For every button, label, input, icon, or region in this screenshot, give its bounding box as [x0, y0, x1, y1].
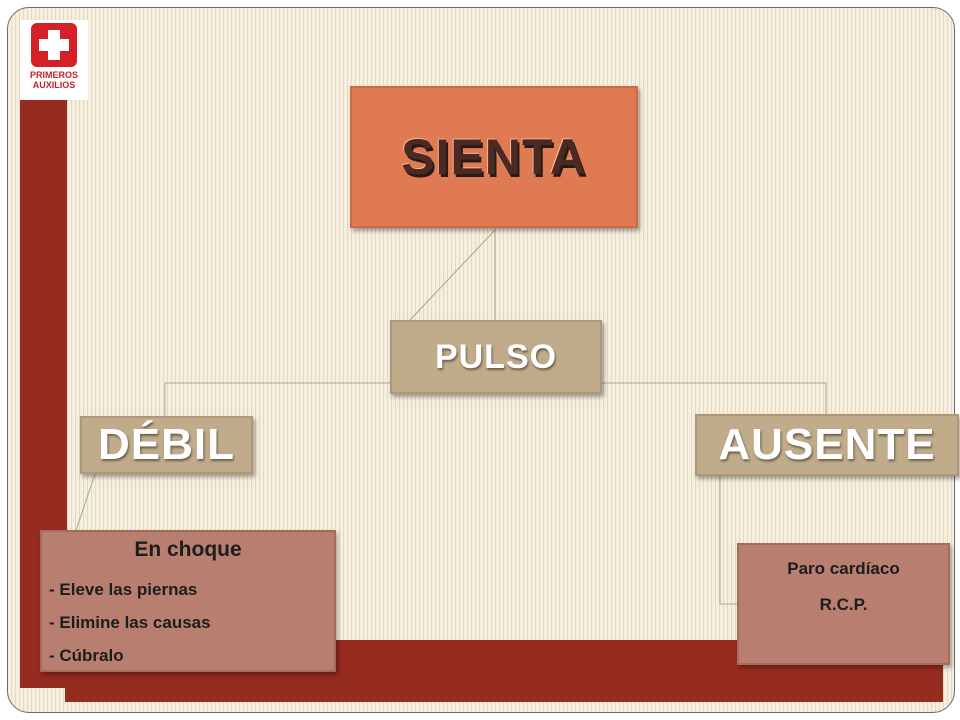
connector-middle-to-left [164, 382, 495, 416]
connector-middle-to-right [495, 382, 827, 414]
logo-text: PRIMEROS AUXILIOS [20, 70, 88, 90]
node-pulso-label: PULSO [434, 337, 558, 376]
detail-paro-cardiaco: Paro cardíaco R.C.P. [737, 543, 950, 665]
node-debil: DÉBIL [80, 416, 253, 474]
detail-paro-line-1: Paro cardíaco [787, 559, 900, 578]
detail-item-2: - Elimine las causas [49, 613, 211, 632]
logo-line-2: AUXILIOS [32, 80, 76, 90]
detail-en-choque: En choque - Eleve las piernas - Elimine … [40, 530, 336, 672]
first-aid-logo: PRIMEROS AUXILIOS [20, 20, 88, 100]
node-debil-label: DÉBIL [98, 420, 235, 469]
detail-paro-line-2: R.C.P. [819, 595, 868, 614]
detail-item-1: - Eleve las piernas [49, 580, 198, 599]
connector-top-diagonal [409, 229, 496, 321]
node-sienta-label: SIENTA [401, 129, 587, 185]
node-ausente-label: AUSENTE [718, 420, 936, 469]
node-sienta: SIENTA [350, 86, 638, 228]
detail-en-choque-title: En choque [134, 538, 242, 561]
node-pulso: PULSO [390, 320, 602, 394]
detail-item-3: - Cúbralo [49, 646, 124, 665]
node-ausente: AUSENTE [695, 414, 959, 476]
connector-right-to-detail [719, 476, 737, 605]
logo-line-1: PRIMEROS [29, 70, 78, 80]
red-cross-icon [31, 23, 77, 67]
